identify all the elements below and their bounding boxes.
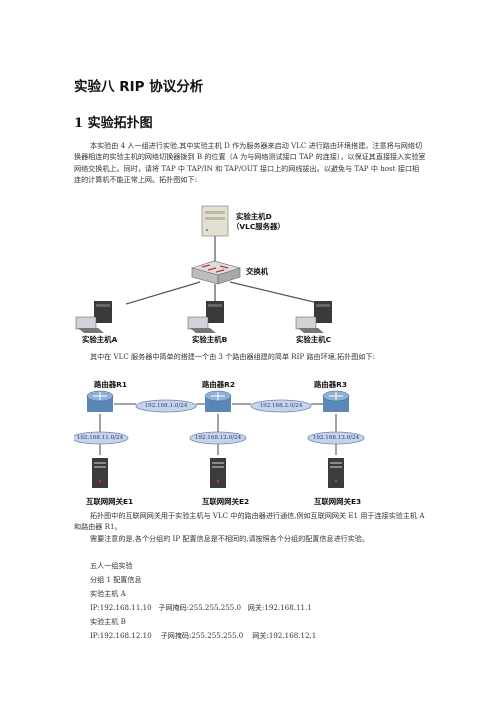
server-label: 实验主机D [236,212,272,221]
page-title: 实验八 RIP 协议分析 [74,79,204,95]
line-group-config: 分组 1 配置信息 [90,575,142,584]
line-host-b-ip: IP:192.168.12.10 子网掩码:255.255.255.0 网关:1… [90,631,317,640]
link-net-1 [135,399,197,413]
host-b-icon [187,301,224,333]
router-r3-label: 路由器R3 [314,380,348,389]
gateway-e2-label: 互联网网关E2 [202,497,250,506]
gateway-e1-label: 互联网网关E1 [86,497,134,506]
gateway-e1-icon [92,458,108,488]
router-r1-icon [86,390,114,412]
gateway-e2-icon [210,458,226,488]
link-net-1-label: 192.168.1.0/24 [144,403,188,409]
router-r2-label: 路由器R2 [202,380,236,389]
lan-net-2-label: 192.168.12.0/24 [194,435,242,441]
server-icon [201,205,229,237]
gateway-e3-icon [328,458,344,488]
host-a-label: 实验主机A [82,335,118,344]
lan-net-3-label: 192.168.13.0/24 [312,435,360,441]
link-net-2 [250,399,312,413]
topology-diagram-1 [75,205,332,333]
lan-net-1 [74,431,129,445]
line-host-b: 实验主机 B [90,617,126,626]
paragraph-4: 需要注意的是,各个分组的 IP 配置信息是不相同的,请按照各个分组的配置信息进行… [90,534,370,543]
gateway-e3-label: 互联网网关E3 [314,497,362,506]
router-r1-label: 路由器R1 [94,380,128,389]
lan-net-1-label: 192.168.11.0/24 [76,435,124,441]
lan-net-2 [189,431,247,445]
host-a-icon [75,301,112,333]
line-host-a: 实验主机 A [90,589,126,598]
switch-icon [190,260,242,285]
intro-paragraph: 本实验由 4 人一组进行实验,其中实验主机 D 作为服务器来启动 VLC 进行路… [74,141,426,185]
host-c-icon [295,301,332,333]
paragraph-2: 其中在 VLC 服务器中简单的搭建一个由 3 个路由器组建的简单 RIP 路由环… [90,352,375,361]
host-c-label: 实验主机C [296,335,331,344]
topology-diagram-2 [74,390,365,488]
lan-net-3 [307,431,365,445]
server-sub-label: （VLC服务器） [232,222,285,231]
line-host-a-ip: IP:192.168.11.10 子网掩码:255.255.255.0 网关:1… [90,603,312,612]
link-net-2-label: 192.168.2.0/24 [259,403,303,409]
switch-label: 交换机 [246,267,269,276]
section-heading: 1 实验拓扑图 [74,116,153,131]
host-b-label: 实验主机B [192,335,228,344]
router-r3-icon [322,390,350,412]
paragraph-3: 拓扑图中的互联网网关用于实验主机与 VLC 中的路由器进行通信,例如互联网网关 … [74,511,425,532]
router-r2-icon [204,390,232,412]
line-group: 五人一组实验 [90,561,133,570]
